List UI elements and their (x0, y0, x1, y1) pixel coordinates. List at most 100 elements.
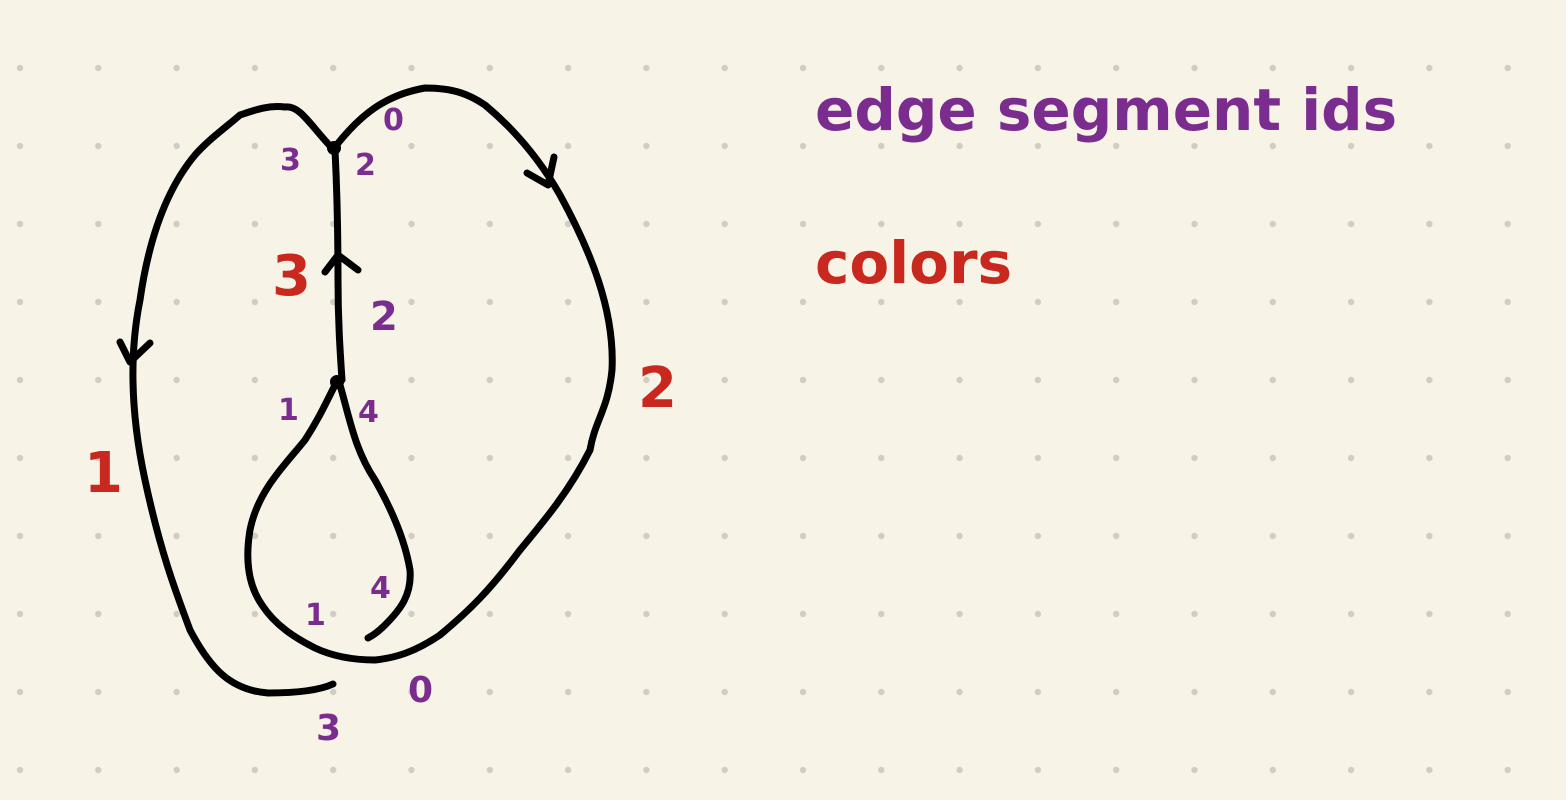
right-outer-loop-edge (244, 84, 616, 664)
grid-dot (251, 766, 259, 774)
grid-dot (878, 610, 885, 618)
grid-dot (95, 610, 102, 618)
grid-dot (1269, 766, 1277, 774)
grid-dot (1113, 142, 1120, 150)
grid-dot (486, 142, 493, 150)
grid-dot (1191, 610, 1198, 618)
grid-dot (16, 688, 24, 696)
grid-dot (330, 766, 337, 774)
grid-dot (1191, 766, 1198, 774)
grid-dot (486, 610, 493, 618)
grid-dot (1504, 298, 1511, 306)
grid-dot (1504, 376, 1511, 384)
grid-dot (721, 298, 728, 306)
grid-dot (956, 220, 963, 228)
inner-loop-right-edge (336, 381, 414, 642)
grid-dot (643, 610, 650, 618)
grid-dot (486, 454, 493, 462)
grid-dot (1191, 298, 1198, 306)
grid-dot (1426, 298, 1433, 306)
grid-dot (1504, 142, 1511, 150)
color-labels: 1 3 2 (84, 244, 677, 506)
grid-dot (878, 532, 885, 540)
grid-dot (408, 766, 415, 774)
grid-dot (330, 64, 337, 72)
grid-dot (173, 532, 180, 540)
grid-dot (408, 532, 415, 540)
grid-dot (1113, 610, 1120, 618)
grid-dot (16, 766, 24, 774)
grid-dot (251, 532, 259, 540)
grid-dot (486, 688, 493, 696)
grid-dot (1504, 454, 1511, 462)
grid-dot (799, 376, 807, 384)
grid-dot (878, 64, 885, 72)
grid-dot (643, 376, 650, 384)
grid-dot (486, 64, 493, 72)
grid-dot (1347, 532, 1355, 540)
grid-dot (251, 220, 259, 228)
grid-dot (1504, 220, 1511, 228)
grid-dot (956, 376, 963, 384)
grid-dot (1034, 142, 1042, 150)
grid-dot (1269, 142, 1277, 150)
segment-id-mid-left: 1 (278, 393, 299, 428)
grid-dot (1269, 688, 1277, 696)
grid-dot (1347, 220, 1355, 228)
grid-dot (1113, 688, 1120, 696)
segment-id-low-right: 4 (370, 571, 391, 606)
color-label-left: 1 (84, 441, 123, 506)
grid-dot (330, 688, 337, 696)
grid-dot (564, 766, 572, 774)
segment-id-labels: 3 2 0 2 1 4 1 4 0 3 (278, 103, 433, 749)
grid-dot (1504, 610, 1511, 618)
middle-vertex (330, 375, 344, 389)
grid-dot (1191, 64, 1198, 72)
grid-dot (1347, 610, 1355, 618)
grid-dot (721, 142, 728, 150)
grid-dot (1034, 64, 1042, 72)
grid-dot (721, 220, 728, 228)
grid-dot (564, 298, 572, 306)
grid-dot (1269, 220, 1277, 228)
grid-dot (799, 610, 807, 618)
grid-dot (799, 454, 807, 462)
grid-dot (878, 376, 885, 384)
grid-dot (1347, 766, 1355, 774)
grid-dot (721, 64, 728, 72)
grid-dot (1347, 376, 1355, 384)
grid-dot (173, 454, 180, 462)
grid-dot (956, 142, 963, 150)
grid-dot (486, 376, 493, 384)
grid-dot (1034, 454, 1042, 462)
grid-dot (878, 298, 885, 306)
colors-legend-label: colors (815, 229, 1012, 297)
grid-dot (878, 454, 885, 462)
grid-dot (1426, 688, 1433, 696)
grid-dot (95, 376, 102, 384)
segment-id-top-left: 3 (280, 143, 301, 178)
grid-dot (1426, 610, 1433, 618)
grid-dot (16, 142, 24, 150)
grid-dot (173, 220, 180, 228)
grid-dot (643, 688, 650, 696)
segment-id-low-left: 1 (305, 598, 326, 633)
grid-dot (408, 454, 415, 462)
grid-dot (486, 766, 493, 774)
segment-id-bottom-3: 3 (316, 708, 341, 749)
grid-dot (251, 610, 259, 618)
grid-dot (16, 220, 24, 228)
grid-dot (721, 766, 728, 774)
grid-dot (643, 532, 650, 540)
grid-dot (643, 220, 650, 228)
grid-dot (1269, 610, 1277, 618)
grid-dot (173, 142, 180, 150)
grid-dot (643, 64, 650, 72)
grid-dot (799, 532, 807, 540)
grid-dot (330, 454, 337, 462)
grid-dot (1034, 688, 1042, 696)
grid-dot (1113, 766, 1120, 774)
grid-dot (1426, 532, 1433, 540)
segment-id-top: 0 (383, 103, 404, 138)
grid-dot (564, 454, 572, 462)
